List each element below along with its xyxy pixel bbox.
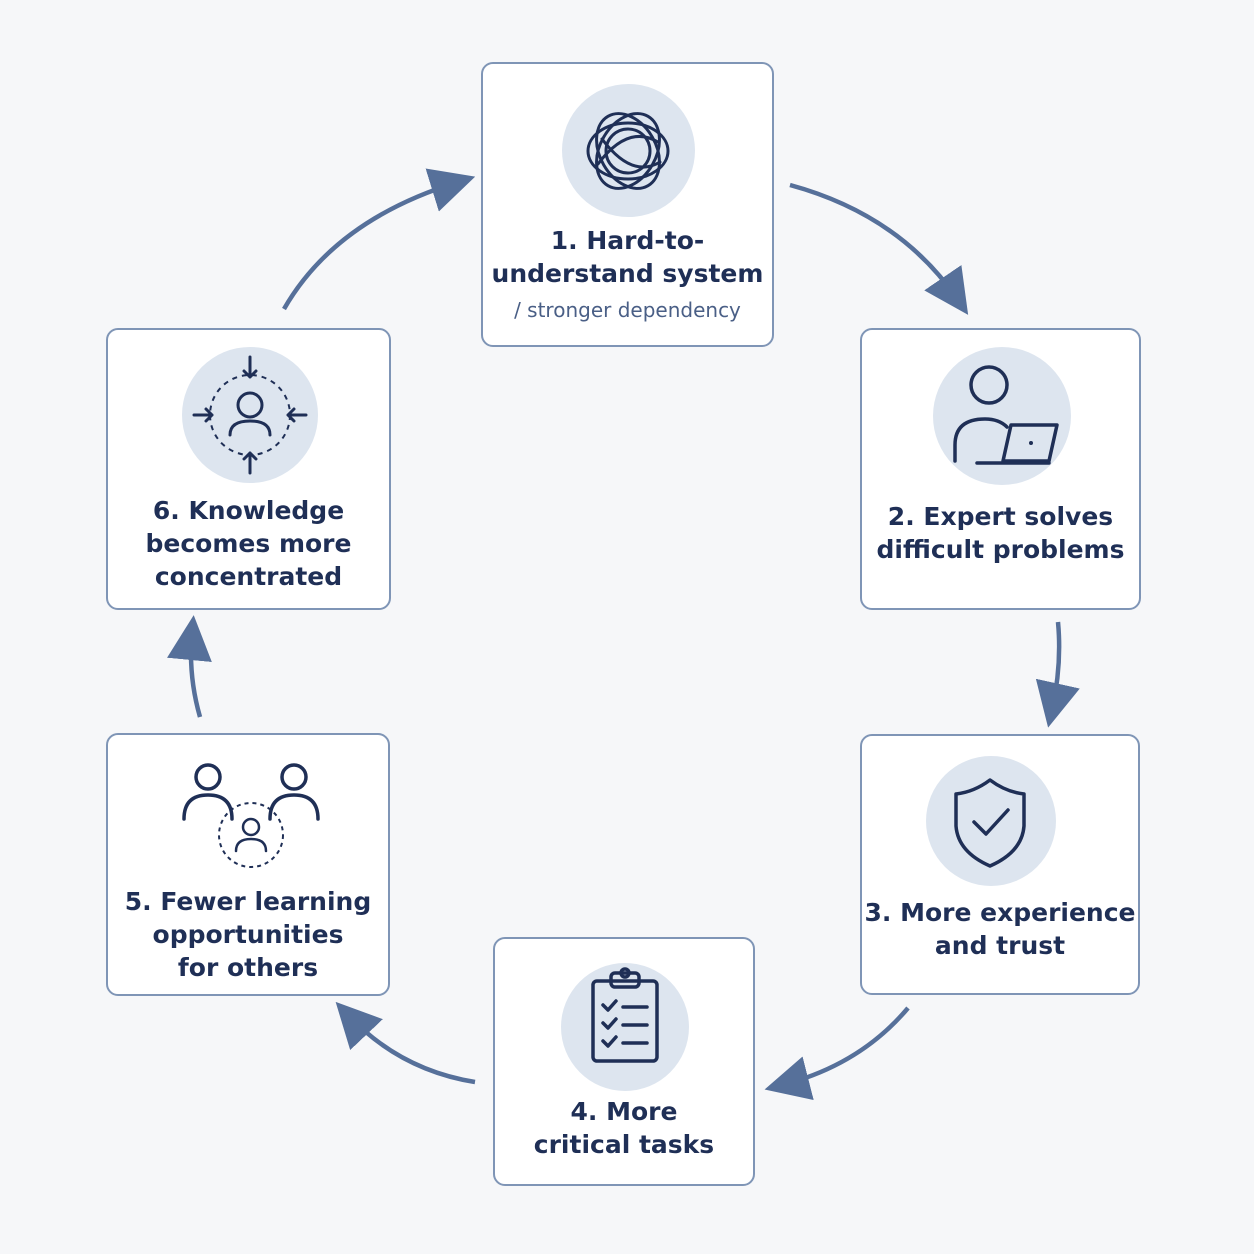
step-3-card: 3. More experience and trust [860,734,1140,995]
icon-circle [562,84,695,217]
step-1-line-2: understand system [491,259,764,288]
step-5-line-2: opportunities [152,920,344,949]
step-1-subtitle: / stronger dependency [514,298,741,322]
icon-circle [926,756,1056,886]
clipboard-checklist-icon [591,967,659,1063]
step-6-label: 6. Knowledge becomes more concentrated [108,494,389,593]
step-1-label: 1. Hard-to- understand system [483,224,772,290]
step-1-card: 1. Hard-to- understand system / stronger… [481,62,774,347]
step-2-line-1: 2. Expert solves [887,502,1114,531]
step-5-label: 5. Fewer learning opportunities for othe… [108,885,388,984]
step-3-label: 3. More experience and trust [862,896,1138,962]
step-2-card: 2. Expert solves difficult problems [860,328,1141,610]
arrow-4-to-5 [335,1001,476,1085]
step-6-line-2: becomes more [145,529,352,558]
step-4-line-2: critical tasks [533,1130,715,1159]
step-6-line-1: 6. Knowledge [152,496,345,525]
step-4-card: 4. More critical tasks [493,937,755,1186]
step-5-line-1: 5. Fewer learning [124,887,372,916]
icon-circle [933,347,1071,485]
arrow-3-to-4 [764,1006,910,1101]
step-5-line-3: for others [177,953,319,982]
step-3-line-2: and trust [934,931,1066,960]
shield-check-icon [954,778,1026,868]
step-4-line-1: 4. More [570,1097,678,1126]
step-4-label: 4. More critical tasks [495,1095,753,1161]
icon-circle [182,347,318,483]
step-5-card: 5. Fewer learning opportunities for othe… [106,733,390,996]
people-dashed-person-icon [182,763,320,868]
step-2-line-2: difficult problems [876,535,1125,564]
step-1-line-1: 1. Hard-to- [550,226,705,255]
person-laptop-icon [953,365,1059,465]
icon-circle [561,963,689,1091]
step-6-line-3: concentrated [154,562,343,591]
step-2-label: 2. Expert solves difficult problems [862,500,1139,566]
arrow-5-to-6 [167,615,212,718]
person-inward-arrows-icon [192,355,308,475]
arrow-2-to-3 [1035,621,1080,728]
arrow-6-to-1 [282,168,476,311]
arrow-1-to-2 [789,182,969,315]
step-3-line-1: 3. More experience [864,898,1136,927]
step-6-card: 6. Knowledge becomes more concentrated [106,328,391,610]
tangled-knot-icon [586,112,670,190]
